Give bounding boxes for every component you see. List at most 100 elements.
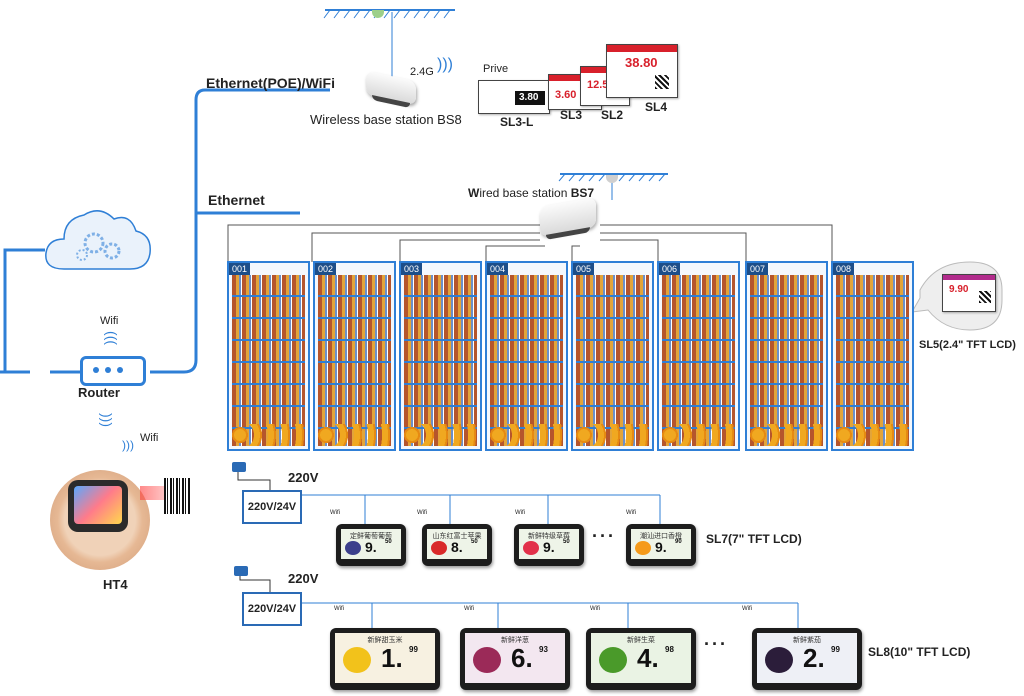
sl7-more: ··· [592,526,616,546]
wired-bs-code: BS7 [570,186,595,200]
power-220v-label-2: 220V [288,571,319,586]
shelf-002: 002 [313,261,396,451]
sl8-wifi-label: Wifi [334,606,344,612]
sl8-item-cents: 98 [665,645,674,654]
wired-bs-label: Wired base station BS7 [468,186,594,200]
plug-icon [234,566,248,576]
shelf-number: 005 [573,263,595,275]
wireless-bs-label: Wireless base station BS8 [310,112,462,127]
shelf-006: 006 [657,261,740,451]
wired-bs-mid: ired base station [479,186,571,200]
sl8-item-title: 新鲜甜玉米 [367,637,403,644]
sl5-price: 9.90 [949,284,969,295]
sl3-label: SL3 [560,108,583,122]
sl8-item-price: 1. [381,643,403,673]
psu-2: 220V/24V [242,592,302,626]
sl7-item-cents: 50 [471,539,478,545]
sl3l-label: SL3-L [500,115,534,129]
sl8-item-title: 新鲜洋葱 [501,637,529,644]
sl7-item-title: 新鲜特级草莓 [528,533,570,540]
sl8-item-title: 新鲜紫茄 [793,637,821,644]
sl3l-price: 3.80 [519,92,539,103]
shelf-number: 007 [747,263,769,275]
cloud-icon [45,210,151,270]
sl7-wifi-label: Wifi [330,510,340,516]
psu-1: 220V/24V [242,490,302,524]
wired-bs-prefix: W [468,186,480,200]
sl7-item-cents: 50 [563,539,570,545]
ethernet-label: Ethernet [208,192,265,208]
sl8-item-price: 2. [803,643,825,673]
sl8-item-cents: 99 [409,645,418,654]
plug-icon [232,462,246,472]
sl3l-tag: 3.80 [478,80,550,114]
sl8-wifi-label: Wifi [464,606,474,612]
sl8-item-title: 新鲜生菜 [627,637,655,644]
shelf-003: 003 [399,261,482,451]
ceiling-mount-icon [606,175,618,183]
ht4-wifi-label: Wifi [140,432,159,444]
sl7-item-cents: 50 [385,539,392,545]
sl7-wifi-label: Wifi [626,510,636,516]
router-signal-icon: ))) [101,331,117,345]
sl8-item-cents: 93 [539,645,548,654]
sl7-item-title: 潮汕进口香橙 [640,533,682,540]
sl7-label: SL7(7" TFT LCD) [706,532,802,546]
sl8-wifi-label: Wifi [590,606,600,612]
sl8-item-cents: 99 [831,645,840,654]
sl7-display-1: 定鲜葡萄葡萄 9. 50 [336,524,406,566]
shelf-008: 008 [831,261,914,451]
sl2-label: SL2 [601,108,624,122]
sl3-price: 3.60 [555,89,577,101]
sl4-label: SL4 [645,100,668,114]
sl7-item-price: 9. [365,539,377,555]
sl5-tag: 9.90 [942,274,996,312]
ht4-label: HT4 [103,577,128,592]
sl7-item-title: 山东红富士苹果 [432,533,482,540]
sl7-item-price: 9. [543,539,555,555]
sl4-tag: 38.80 [606,44,678,98]
sl7-item-title: 定鲜葡萄葡萄 [350,533,392,540]
shelf-004: 004 [485,261,568,451]
router-down-signal-icon: ))) [99,413,115,427]
sl7-item-cents: 90 [675,539,682,545]
shelf-001: 001 [227,261,310,451]
sl4-price: 38.80 [625,55,658,70]
sl7-display-4: 潮汕进口香橙 9. 90 [626,524,696,566]
sl5-label: SL5(2.4" TFT LCD) [919,339,1016,351]
power-220v-label-1: 220V [288,470,319,485]
band-label: 2.4G [410,66,434,78]
sl8-display-1: 新鲜甜玉米 1. 99 [330,628,440,690]
router-wifi-label: Wifi [100,315,119,327]
sl8-more: ··· [704,634,728,654]
router-icon [80,356,146,386]
sl8-label: SL8(10" TFT LCD) [868,645,971,659]
shelf-number: 006 [659,263,681,275]
sl8-display-2: 新鲜洋葱 6. 93 [460,628,570,690]
shelf-007: 007 [745,261,828,451]
sl8-display-3: 新鲜生菜 4. 98 [586,628,696,690]
sl8-display-4: 新鲜紫茄 2. 99 [752,628,862,690]
sl8-wifi-label: Wifi [742,606,752,612]
sl8-item-price: 4. [637,643,659,673]
wifi-signal-icon: ))) [437,56,453,73]
shelf-number: 008 [833,263,855,275]
ceiling-ap-icon [372,10,384,18]
shelf-number: 003 [401,263,423,275]
sl8-item-price: 6. [511,643,533,673]
ht4-signal-icon: ))) [122,438,134,452]
ht4-wrist-image [50,470,150,570]
sl7-wifi-label: Wifi [417,510,427,516]
shelf-number: 004 [487,263,509,275]
sl7-wifi-label: Wifi [515,510,525,516]
barcode-icon [164,478,190,514]
ethernet-poe-wifi-label: Ethernet(POE)/WiFi [206,75,335,91]
sl7-item-price: 8. [451,539,463,555]
sl7-display-2: 山东红富士苹果 8. 50 [422,524,492,566]
sl7-item-price: 9. [655,539,667,555]
shelf-number: 001 [229,263,251,275]
shelf-005: 005 [571,261,654,451]
prive-label: Prive [483,63,509,75]
shelf-number: 002 [315,263,337,275]
router-label: Router [78,385,120,400]
